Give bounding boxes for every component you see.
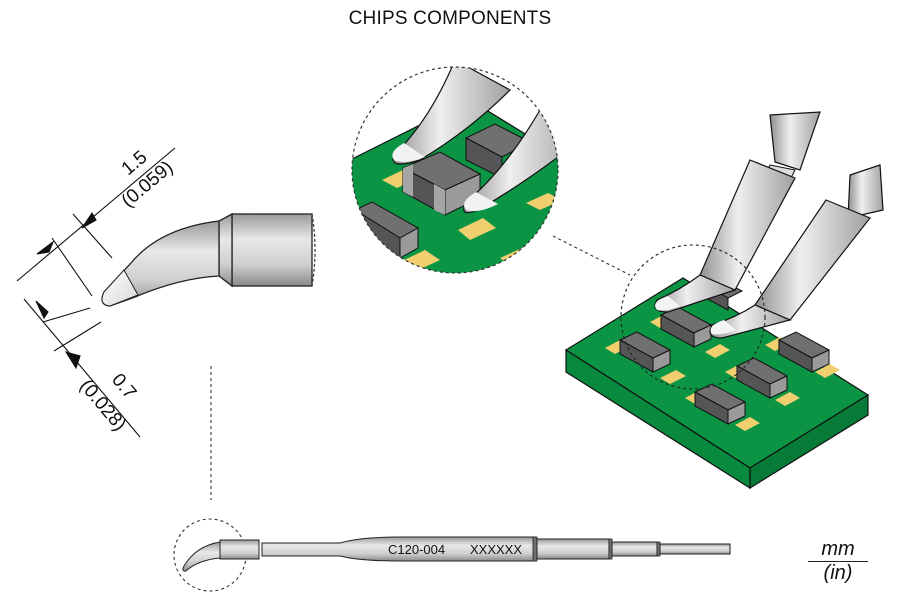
- page-title: CHIPS COMPONENTS: [348, 8, 552, 29]
- pcb-chip: [693, 383, 747, 425]
- zoom-circle: [351, 66, 631, 276]
- pcb-chip: [735, 357, 789, 399]
- unit-mm: mm: [808, 538, 868, 562]
- zoom-chip-lower: [353, 201, 420, 259]
- tip-collar: [218, 212, 233, 288]
- iron-left: [654, 111, 821, 313]
- iron-right: [709, 164, 884, 339]
- cartridge-code: XXXXXX: [470, 542, 522, 557]
- dimension-width: [16, 147, 176, 297]
- dim-tip-mm: 0.7: [107, 370, 140, 404]
- tip-detail: 1.5 (0.059) 0.7 (0.028): [16, 147, 316, 500]
- board-zoom-circle: [620, 244, 766, 390]
- cartridge-part-number: C120-004: [388, 542, 445, 557]
- cartridge: C120-004 XXXXXX: [173, 518, 731, 592]
- pcb-side-right: [749, 393, 869, 490]
- cartridge-collar: [219, 539, 260, 560]
- zoom-tip-right: [463, 109, 558, 214]
- unit-in: (in): [823, 562, 853, 584]
- tip-tinned-end: [101, 269, 139, 307]
- pcb-chip: [777, 331, 831, 373]
- pcb-scene: [564, 111, 884, 490]
- pcb-chip: [659, 306, 713, 348]
- leader-line-diagonal: [552, 235, 631, 276]
- zoom-chip-center: [401, 151, 482, 216]
- zoom-circle-outline: [351, 66, 559, 274]
- units-legend: mm (in): [808, 538, 868, 584]
- dimension-tip: [23, 298, 141, 438]
- tip-break-line: [311, 213, 316, 287]
- tip-shank: [231, 213, 313, 287]
- zoom-tip-left: [392, 67, 511, 165]
